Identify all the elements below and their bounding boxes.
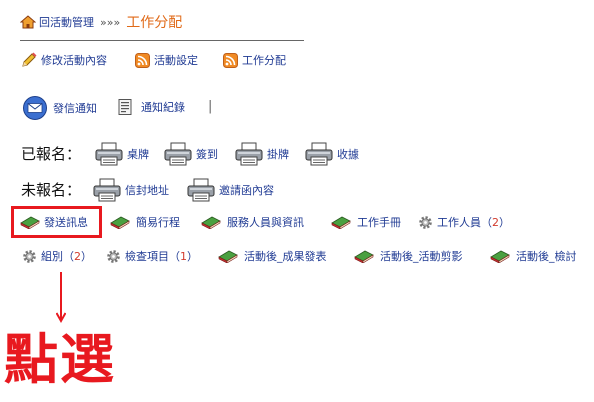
open-paren: （	[481, 216, 492, 229]
book-icon	[218, 250, 238, 263]
printer-icon	[187, 178, 215, 202]
group-button[interactable]: 組別 （2）	[22, 248, 92, 264]
service-staff-info-label: 服務人員與資訊	[227, 216, 304, 229]
send-mail-notification-button[interactable]: 發信通知	[22, 96, 97, 120]
toolbar-divider: |	[208, 99, 213, 114]
post-event-photos-label: 活動後_活動剪影	[380, 250, 463, 263]
work-handbook-label: 工作手冊	[357, 216, 401, 229]
print-badge-button[interactable]: 掛牌	[235, 142, 289, 166]
simple-schedule-button[interactable]: 簡易行程	[110, 214, 180, 230]
post-event-photos-button[interactable]: 活動後_活動剪影	[354, 248, 463, 264]
table-card-label: 桌牌	[127, 148, 149, 161]
group-label: 組別	[41, 250, 63, 263]
unregistered-label: 未報名：	[21, 181, 82, 199]
check-items-label: 檢查項目	[125, 250, 169, 263]
open-paren: （	[63, 250, 74, 263]
breadcrumb-separator: »»»	[100, 15, 121, 29]
group-count: 2	[74, 249, 81, 263]
gear-icon	[23, 249, 36, 263]
printer-icon	[95, 142, 123, 166]
edit-activity-button[interactable]: 修改活動內容	[21, 52, 107, 68]
document-icon	[118, 99, 132, 115]
check-items-button[interactable]: 檢查項目 （1）	[106, 248, 198, 264]
send-mail-notification-label: 發信通知	[53, 102, 97, 115]
book-icon	[20, 216, 40, 229]
rss-feed-icon	[135, 52, 150, 68]
open-paren: （	[169, 250, 180, 263]
book-icon	[354, 250, 374, 263]
home-icon	[20, 15, 36, 29]
activity-settings-button[interactable]: 活動設定	[135, 52, 198, 68]
title-divider	[20, 40, 304, 41]
pencil-icon	[22, 52, 37, 67]
post-event-review-label: 活動後_檢討	[516, 250, 577, 263]
printer-icon	[235, 142, 263, 166]
rss-feed-icon	[223, 52, 238, 68]
notification-log-button[interactable]: 通知紀錄	[118, 99, 185, 115]
arrow-down-icon	[56, 272, 66, 324]
simple-schedule-label: 簡易行程	[136, 216, 180, 229]
post-event-review-button[interactable]: 活動後_檢討	[490, 248, 577, 264]
close-paren: ）	[499, 216, 510, 229]
click-annotation: 點選	[4, 328, 116, 391]
close-paren: ）	[81, 250, 92, 263]
print-receipt-button[interactable]: 收據	[305, 142, 359, 166]
printer-icon	[305, 142, 333, 166]
envelope-address-label: 信封地址	[125, 184, 169, 197]
edit-activity-label: 修改活動內容	[41, 54, 107, 67]
printer-icon	[93, 178, 121, 202]
page-title: 工作分配	[126, 15, 183, 31]
work-staff-label: 工作人員	[437, 216, 481, 229]
print-invitation-content-button[interactable]: 邀請函內容	[187, 178, 274, 202]
send-message-label: 發送訊息	[44, 216, 88, 229]
book-icon	[110, 216, 130, 229]
close-paren: ）	[187, 250, 198, 263]
mail-icon	[23, 96, 47, 120]
sign-in-label: 簽到	[196, 148, 218, 161]
post-event-results-label: 活動後_成果發表	[244, 250, 327, 263]
receipt-label: 收據	[337, 148, 359, 161]
gear-icon	[107, 249, 120, 263]
breadcrumb: 回活動管理 »»» 工作分配	[20, 12, 182, 32]
print-envelope-address-button[interactable]: 信封地址	[93, 178, 169, 202]
book-icon	[201, 216, 221, 229]
print-table-card-button[interactable]: 桌牌	[95, 142, 149, 166]
post-event-results-button[interactable]: 活動後_成果發表	[218, 248, 327, 264]
badge-label: 掛牌	[267, 148, 289, 161]
work-staff-button[interactable]: 工作人員 （2）	[418, 214, 510, 230]
send-message-button[interactable]: 發送訊息	[20, 214, 88, 230]
check-count: 1	[180, 249, 187, 263]
highlight-box	[11, 206, 102, 238]
notification-log-label: 通知紀錄	[141, 101, 185, 114]
printer-icon	[164, 142, 192, 166]
registered-label: 已報名：	[21, 145, 82, 163]
print-sign-in-button[interactable]: 簽到	[164, 142, 218, 166]
service-staff-info-button[interactable]: 服務人員與資訊	[201, 214, 304, 230]
work-assignment-label: 工作分配	[242, 54, 286, 67]
work-handbook-button[interactable]: 工作手冊	[331, 214, 401, 230]
invitation-content-label: 邀請函內容	[219, 184, 274, 197]
work-assignment-button[interactable]: 工作分配	[223, 52, 286, 68]
gear-icon	[419, 215, 432, 229]
book-icon	[490, 250, 510, 263]
book-icon	[331, 216, 351, 229]
staff-count: 2	[492, 215, 499, 229]
activity-settings-label: 活動設定	[154, 54, 198, 67]
back-to-activity-management-link[interactable]: 回活動管理	[39, 16, 94, 29]
